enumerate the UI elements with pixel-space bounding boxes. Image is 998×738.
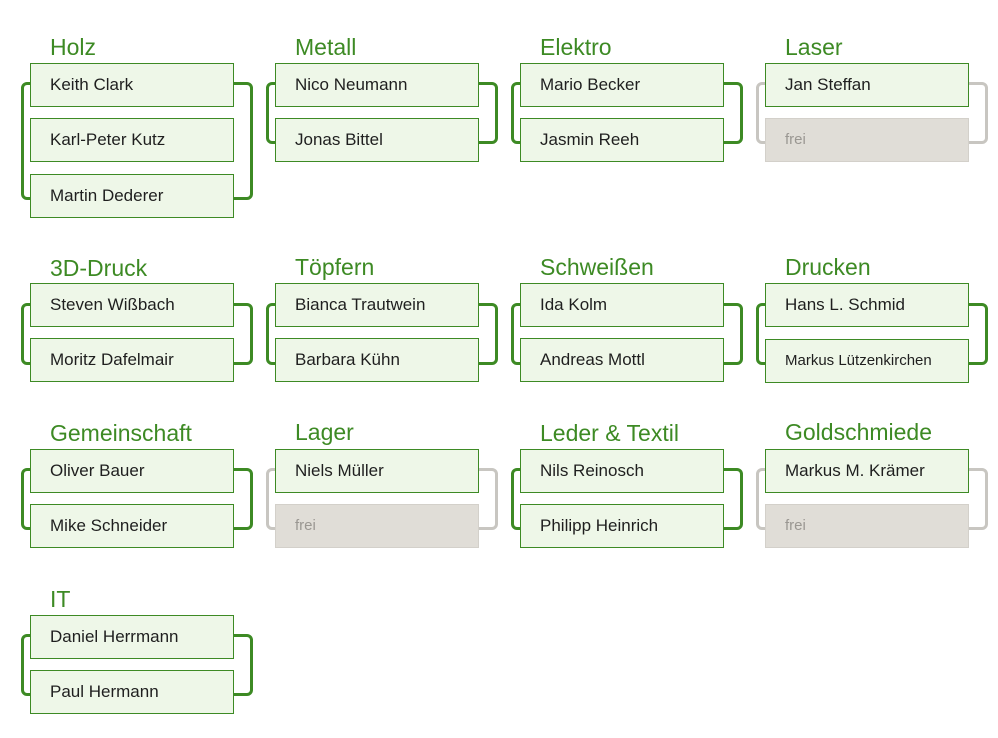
member-slot[interactable]: Andreas Mottl <box>520 338 724 382</box>
member-slot[interactable]: Nico Neumann <box>275 63 479 107</box>
group-goldschmiede: Goldschmiede Markus M. Krämer frei <box>756 419 997 548</box>
group-gemeinschaft: Gemeinschaft Oliver Bauer Mike Schneider <box>21 420 262 548</box>
member-slot[interactable]: Karl-Peter Kutz <box>30 118 234 162</box>
group-lager: Lager Niels Müller frei <box>266 419 507 548</box>
free-slot[interactable]: frei <box>765 118 969 162</box>
member-slot[interactable]: Martin Dederer <box>30 174 234 218</box>
member-slot[interactable]: Markus Lützenkirchen <box>765 339 969 383</box>
member-slot[interactable]: Jasmin Reeh <box>520 118 724 162</box>
group-title: Schweißen <box>540 254 654 280</box>
group-drucken: Drucken Hans L. Schmid Markus Lützenkirc… <box>756 254 997 384</box>
member-slot[interactable]: Keith Clark <box>30 63 234 107</box>
member-slot[interactable]: Markus M. Krämer <box>765 449 969 493</box>
group-title: Goldschmiede <box>785 419 933 445</box>
group-schweissen: Schweißen Ida Kolm Andreas Mottl <box>511 254 752 382</box>
member-slot[interactable]: Jonas Bittel <box>275 118 479 162</box>
member-slot[interactable]: Ida Kolm <box>520 283 724 327</box>
member-slot[interactable]: Oliver Bauer <box>30 449 234 493</box>
member-slot[interactable]: Bianca Trautwein <box>275 283 479 327</box>
group-title: Gemeinschaft <box>50 420 192 446</box>
group-title: Holz <box>50 34 97 60</box>
free-slot[interactable]: frei <box>275 504 479 548</box>
group-title: 3D-Druck <box>50 255 148 281</box>
group-elektro: Elektro Mario Becker Jasmin Reeh <box>511 34 752 162</box>
group-title: Leder & Textil <box>540 420 679 446</box>
group-title: Elektro <box>540 34 612 60</box>
member-slot[interactable]: Jan Steffan <box>765 63 969 107</box>
group-holz: Holz Keith Clark Karl-Peter Kutz Martin … <box>21 34 262 218</box>
member-slot[interactable]: Mario Becker <box>520 63 724 107</box>
member-slot[interactable]: Paul Hermann <box>30 670 234 714</box>
group-title: Töpfern <box>295 254 375 280</box>
member-slot[interactable]: Nils Reinosch <box>520 449 724 493</box>
group-title: Drucken <box>785 254 871 280</box>
group-metall: Metall Nico Neumann Jonas Bittel <box>266 34 507 162</box>
group-title: Metall <box>295 34 357 60</box>
group-laser: Laser Jan Steffan frei <box>756 34 997 162</box>
member-slot[interactable]: Steven Wißbach <box>30 283 234 327</box>
member-slot[interactable]: Hans L. Schmid <box>765 283 969 327</box>
group-toepfern: Töpfern Bianca Trautwein Barbara Kühn <box>266 254 507 382</box>
free-slot[interactable]: frei <box>765 504 969 548</box>
member-slot[interactable]: Niels Müller <box>275 449 479 493</box>
group-3d-druck: 3D-Druck Steven Wißbach Moritz Dafelmair <box>21 255 262 383</box>
group-title: IT <box>50 586 71 612</box>
group-title: Laser <box>785 34 843 60</box>
member-slot[interactable]: Barbara Kühn <box>275 338 479 382</box>
member-slot[interactable]: Philipp Heinrich <box>520 504 724 548</box>
member-slot[interactable]: Moritz Dafelmair <box>30 338 234 382</box>
group-leder-textil: Leder & Textil Nils Reinosch Philipp Hei… <box>511 420 752 548</box>
member-slot[interactable]: Mike Schneider <box>30 504 234 548</box>
group-it: IT Daniel Herrmann Paul Hermann <box>21 586 262 714</box>
member-slot[interactable]: Daniel Herrmann <box>30 615 234 659</box>
group-title: Lager <box>295 419 354 445</box>
